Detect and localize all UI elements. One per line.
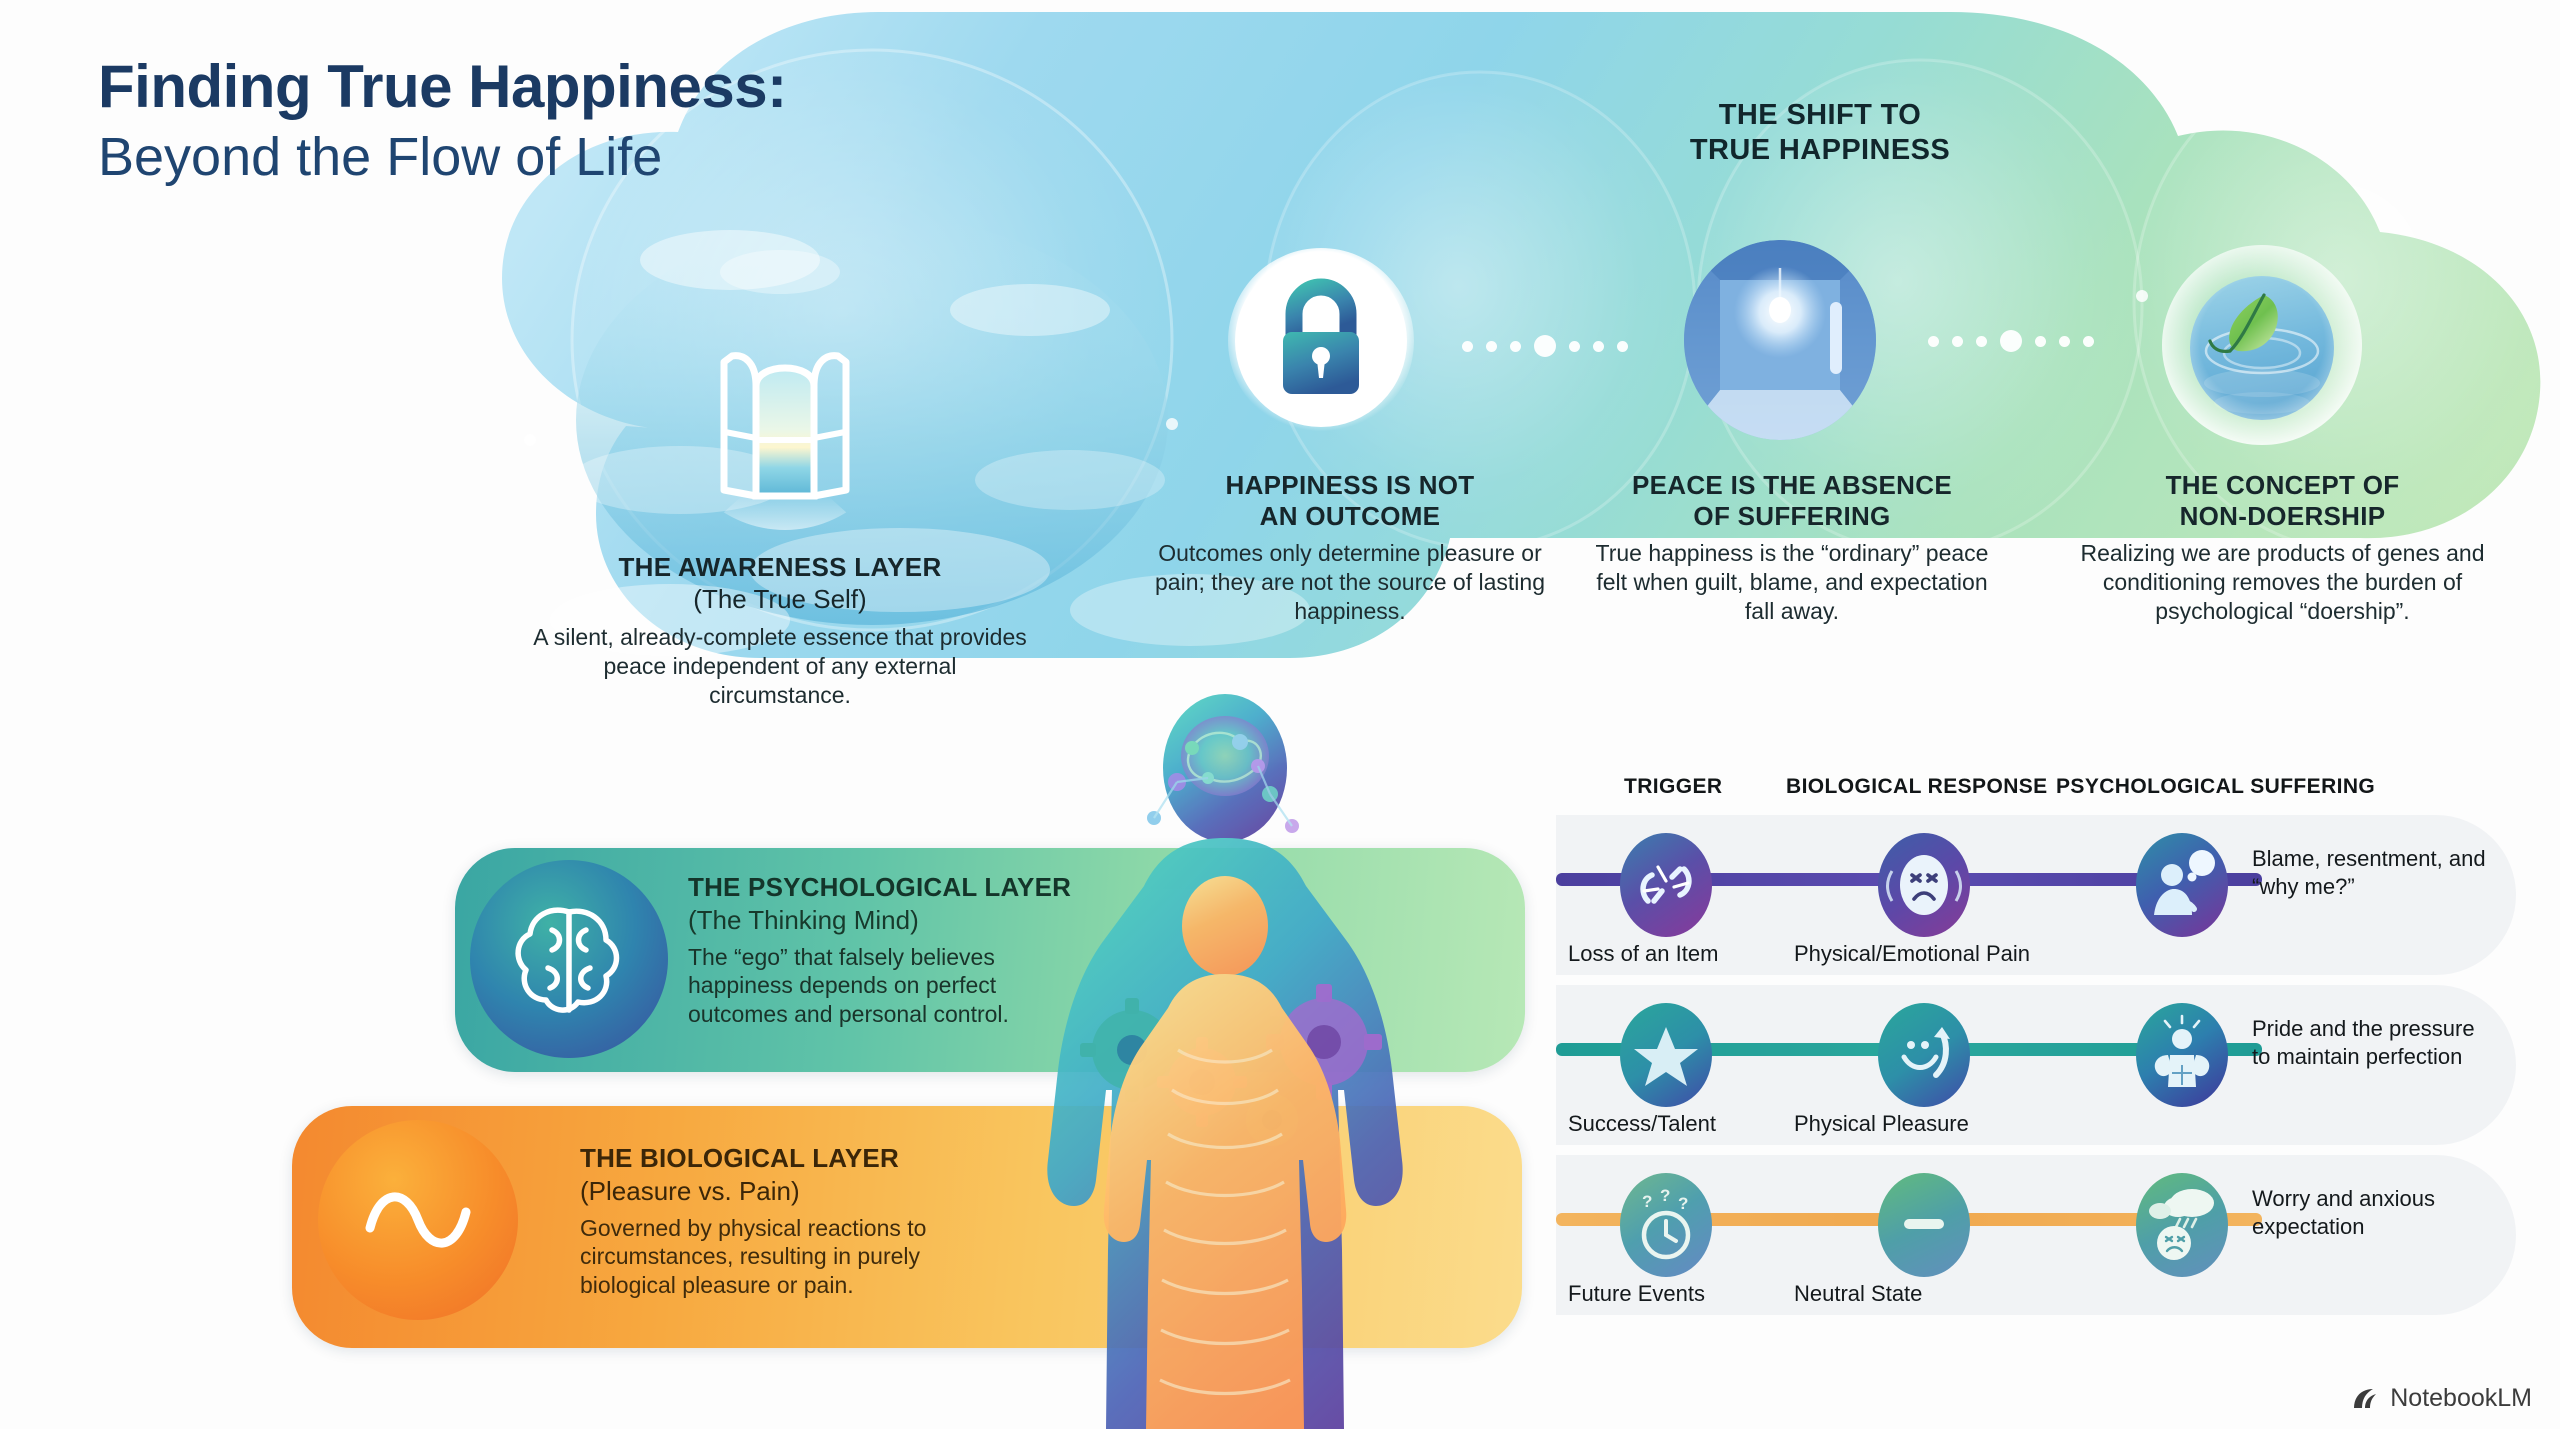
chain-response-label: Neutral State <box>1794 1281 1923 1306</box>
open-window-icon <box>670 300 900 530</box>
connector-dot-large <box>2000 330 2022 352</box>
panel-awareness: THE AWARENESS LAYER (The True Self) A si… <box>530 552 1030 710</box>
chain-row: ??? <box>1556 1155 2516 1315</box>
sine-wave-icon <box>318 1120 518 1320</box>
connector-dot <box>2059 335 2070 347</box>
chain-row: Loss of an Item Physical/Emotional Pain … <box>1556 815 2516 975</box>
layer-psychological-body: The “ego” that falsely believes happines… <box>688 943 1009 1027</box>
panel-peace-body: True happiness is the “ordinary” peace f… <box>1595 540 1989 625</box>
chain-outcome-label: Pride and the pressure to maintain perfe… <box>2252 1016 2475 1069</box>
leaf-on-water-icon <box>2160 243 2365 448</box>
chain-trigger-label: Future Events <box>1568 1281 1705 1306</box>
panel-outcome: HAPPINESS IS NOT AN OUTCOME Outcomes onl… <box>1145 470 1555 626</box>
connector-dots-2 <box>1928 330 2094 352</box>
shift-heading-line-1: THE SHIFT TO <box>1718 99 1922 131</box>
panel-peace-title-line-1: PEACE IS THE ABSENCE <box>1632 470 1952 500</box>
connector-dot <box>1569 340 1580 352</box>
worried-rain-cloud-icon <box>2134 1171 2230 1279</box>
chain-header-biological-response: BIOLOGICAL RESPONSE <box>1786 775 2048 798</box>
layer-biological-body: Governed by physical reactions to circum… <box>580 1214 927 1298</box>
neutral-minus-icon <box>1876 1171 1972 1279</box>
chain-response-label: Physical/Emotional Pain <box>1794 941 2031 966</box>
shift-heading-line-2: TRUE HAPPINESS <box>1689 133 1951 166</box>
notebooklm-watermark: NotebookLM <box>2351 1384 2532 1413</box>
connector-dot <box>1462 340 1473 352</box>
svg-text:?: ? <box>1660 1186 1670 1205</box>
flexing-muscles-icon <box>2134 1001 2230 1109</box>
layer-text-psychological: THE PSYCHOLOGICAL LAYER (The Thinking Mi… <box>688 872 1088 1028</box>
chain-response-label: Physical Pleasure <box>1794 1111 1969 1136</box>
subtitle: Beyond the Flow of Life <box>98 126 663 187</box>
panel-nondoership-title-line-1: THE CONCEPT OF <box>2165 470 2400 500</box>
chain-trigger-label: Success/Talent <box>1568 1111 1716 1136</box>
connector-dot <box>1952 335 1963 347</box>
suffering-chain-table: TRIGGER BIOLOGICAL RESPONSE PSYCHOLOGICA… <box>1556 775 2516 1325</box>
layer-biological-subtitle: (Pleasure vs. Pain) <box>580 1175 800 1206</box>
person-thinking-icon <box>2134 831 2230 939</box>
human-silhouette-layers-icon <box>940 690 1510 1429</box>
smiley-arrow-up-icon <box>1876 1001 1972 1109</box>
connector-dot <box>1928 335 1939 347</box>
panel-outcome-title-line-1: HAPPINESS IS NOT <box>1225 470 1475 500</box>
panel-nondoership-title-line-2: NON-DOERSHIP <box>2179 500 2386 531</box>
connector-dots-1 <box>1462 335 1628 357</box>
open-door-light-icon <box>1680 240 1880 440</box>
chain-row: Success/Talent Physical Pleasure Pride a… <box>1556 985 2516 1145</box>
connector-dot <box>1510 340 1521 352</box>
chain-outcome-label: Blame, resentment, and “why me?” <box>2252 846 2486 899</box>
clock-question-icon: ??? <box>1618 1171 1714 1279</box>
chain-header-trigger: TRIGGER <box>1624 775 1723 798</box>
layer-text-biological: THE BIOLOGICAL LAYER (Pleasure vs. Pain)… <box>580 1143 1010 1299</box>
panel-peace: PEACE IS THE ABSENCE OF SUFFERING True h… <box>1582 470 2002 626</box>
connector-dot <box>1486 340 1497 352</box>
panel-awareness-subtitle: (The True Self) <box>693 583 867 614</box>
connector-dot <box>1976 335 1987 347</box>
chain-column-headers: TRIGGER BIOLOGICAL RESPONSE PSYCHOLOGICA… <box>1556 775 2516 815</box>
notebooklm-label: NotebookLM <box>2390 1384 2532 1412</box>
connector-dot <box>2035 335 2046 347</box>
connector-dot <box>2083 335 2094 347</box>
lock-icon <box>1228 248 1414 434</box>
connector-dot-large <box>1534 335 1556 357</box>
chain-header-psychological-suffering: PSYCHOLOGICAL SUFFERING <box>2056 775 2376 798</box>
panel-nondoership: THE CONCEPT OF NON-DOERSHIP Realizing we… <box>2055 470 2510 626</box>
chain-outcome-label: Worry and anxious expectation <box>2252 1186 2436 1239</box>
layer-biological-title: THE BIOLOGICAL LAYER <box>580 1143 899 1173</box>
main-title: Finding True Happiness: <box>98 53 787 120</box>
panel-outcome-body: Outcomes only determine pleasure or pain… <box>1155 540 1545 625</box>
page-title: Finding True Happiness: Beyond the Flow … <box>98 53 787 188</box>
panel-awareness-title: THE AWARENESS LAYER <box>618 552 942 582</box>
svg-text:?: ? <box>1678 1194 1688 1213</box>
chain-trigger-label: Loss of an Item <box>1568 941 1719 966</box>
angry-face-icon <box>1876 831 1972 939</box>
broken-chain-icon <box>1618 831 1714 939</box>
svg-text:?: ? <box>1642 1192 1652 1211</box>
panel-awareness-body: A silent, already-complete essence that … <box>533 623 1027 708</box>
panel-outcome-title-line-2: AN OUTCOME <box>1259 500 1441 531</box>
layer-psychological-subtitle: (The Thinking Mind) <box>688 904 919 935</box>
shift-section-heading: THE SHIFT TO TRUE HAPPINESS <box>1620 98 2020 168</box>
layer-psychological-title: THE PSYCHOLOGICAL LAYER <box>688 872 1072 902</box>
panel-nondoership-body: Realizing we are products of genes and c… <box>2080 540 2485 625</box>
connector-dot <box>1617 340 1628 352</box>
connector-dot <box>1593 340 1604 352</box>
brain-icon <box>470 860 668 1058</box>
notebooklm-logo-icon <box>2351 1386 2381 1412</box>
panel-peace-title-line-2: OF SUFFERING <box>1693 500 1891 531</box>
star-icon <box>1618 1001 1714 1109</box>
